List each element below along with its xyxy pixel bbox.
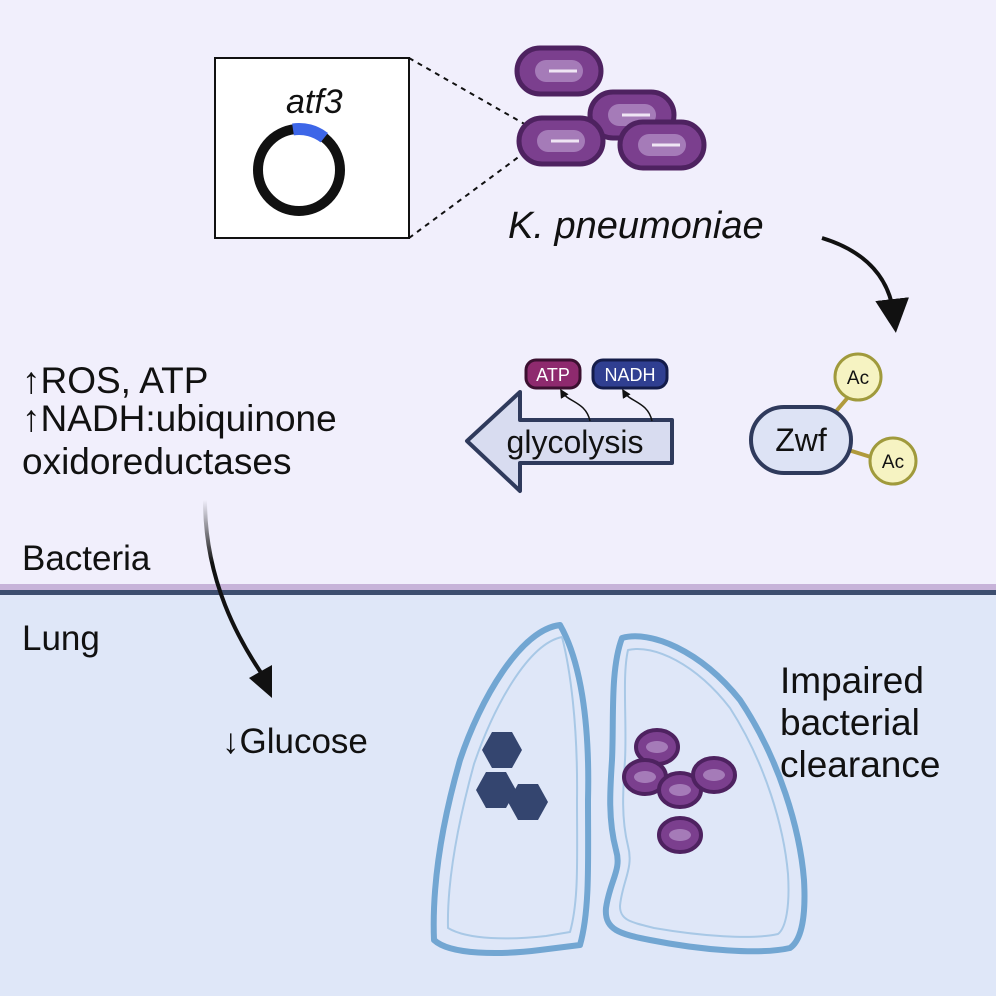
lung-bacterium bbox=[634, 728, 680, 766]
up-arrow: ↑ bbox=[22, 360, 41, 401]
lung-left-inner bbox=[446, 636, 579, 940]
ac-label-bottom: Ac bbox=[882, 452, 904, 473]
effect-line-2: ↑NADH:ubiquinone bbox=[22, 398, 337, 439]
zwf-protein: Zwf Ac Ac bbox=[749, 352, 918, 486]
lung-bacterium bbox=[657, 816, 703, 854]
effect-line-3: oxidoreductases bbox=[22, 441, 291, 482]
up-arrow: ↑ bbox=[22, 398, 41, 439]
region-label-bacteria: Bacteria bbox=[22, 539, 151, 578]
glucose-hexagon bbox=[476, 772, 516, 808]
ac-label-top: Ac bbox=[847, 368, 869, 389]
plasmid-gene-segment bbox=[292, 122, 329, 143]
zwf-body bbox=[749, 405, 853, 475]
arrow-to-nadh bbox=[622, 388, 653, 422]
atp-badge-bg bbox=[524, 358, 582, 390]
region-divider-dark bbox=[0, 590, 996, 595]
effect-line-1: ↑ROS, ATP bbox=[22, 360, 208, 401]
lung-left bbox=[430, 622, 592, 956]
bacterium bbox=[514, 45, 604, 97]
lung-bacterium-core bbox=[703, 769, 725, 781]
glucose-hexagon bbox=[508, 784, 548, 820]
nadh-badge-label: NADH bbox=[604, 365, 655, 385]
effects-list: ↑ROS, ATP ↑NADH:ubiquinone oxidoreductas… bbox=[22, 360, 337, 482]
outcome-text: Impaired bacterial clearance bbox=[780, 660, 940, 785]
region-label-lung: Lung bbox=[22, 619, 100, 658]
ac-group-bottom bbox=[868, 436, 918, 486]
bacterium bbox=[516, 115, 606, 167]
lung-bacterium bbox=[691, 756, 737, 794]
bacteria-region bbox=[0, 0, 996, 588]
glucose-molecules bbox=[476, 732, 548, 820]
glucose-label: ↓Glucose bbox=[222, 722, 368, 761]
lungs bbox=[430, 622, 808, 956]
effect-text-2: NADH:ubiquinone bbox=[41, 398, 337, 439]
zwf-label: Zwf bbox=[775, 422, 827, 458]
glycolysis-label: glycolysis bbox=[507, 424, 644, 460]
plasmid-inset: atf3 bbox=[214, 57, 410, 239]
glucose-hexagon bbox=[482, 732, 522, 768]
atp-badge: ATP bbox=[524, 358, 582, 390]
lung-right bbox=[602, 633, 808, 955]
glycolysis-arrow-shape bbox=[465, 390, 674, 493]
outcome-line-3: clearance bbox=[780, 744, 940, 785]
lung-bacterium-core bbox=[669, 829, 691, 841]
plasmid-gene-label: atf3 bbox=[286, 83, 343, 121]
bacteria-cluster bbox=[514, 45, 707, 171]
nadh-badge: NADH bbox=[591, 358, 669, 390]
arrow-to-atp bbox=[560, 388, 591, 422]
outcome-line-1: Impaired bbox=[780, 660, 924, 701]
glycolysis-arrow: glycolysis bbox=[465, 390, 674, 493]
lung-bacterium-core bbox=[669, 784, 691, 796]
nadh-badge-bg bbox=[591, 358, 669, 390]
arrow-organism-to-zwf bbox=[821, 236, 910, 333]
zoom-line-top bbox=[408, 57, 529, 127]
ac-group-top bbox=[833, 352, 883, 402]
outcome-line-2: bacterial bbox=[780, 702, 920, 743]
effect-text-1: ROS, ATP bbox=[41, 360, 209, 401]
lung-bacterium-core bbox=[634, 771, 656, 783]
arrow-effects-to-glucose-head bbox=[249, 665, 272, 698]
zoom-line-bottom bbox=[408, 149, 529, 239]
lung-right-inner bbox=[619, 648, 790, 938]
lung-bacteria-cluster bbox=[622, 728, 737, 854]
organism-label: K. pneumoniae bbox=[508, 205, 764, 247]
lung-bacterium-core bbox=[646, 741, 668, 753]
arrow-effects-to-glucose bbox=[203, 499, 268, 682]
region-divider-light bbox=[0, 584, 996, 590]
atp-badge-label: ATP bbox=[536, 365, 570, 385]
bacterium bbox=[617, 119, 707, 171]
